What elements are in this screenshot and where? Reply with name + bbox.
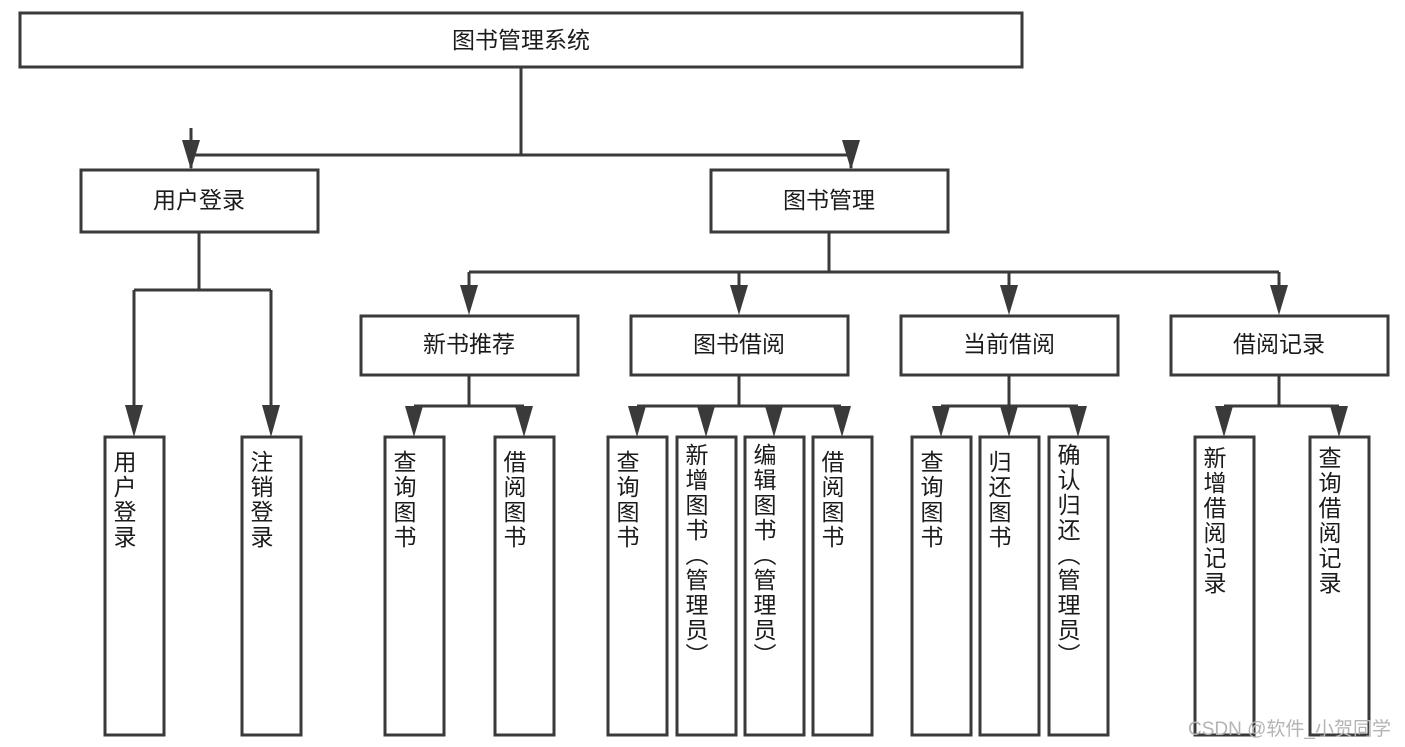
node-leaf-borrow-book-2-box[interactable] <box>811 435 874 737</box>
node-current-borrow-label: 当前借阅 <box>963 331 1055 357</box>
node-borrow-record-label: 借阅记录 <box>1233 331 1325 357</box>
node-root-box[interactable] <box>18 11 1024 69</box>
node-book-manage-box[interactable] <box>709 168 950 234</box>
node-leaf-edit-book-box[interactable] <box>743 435 806 737</box>
node-leaf-add-record-box[interactable] <box>1193 435 1256 737</box>
arrow-to-leaf-logout <box>262 405 280 437</box>
arrow-to-leaf-query-record <box>1330 406 1348 437</box>
arrow-to-leaf-return-book <box>1000 406 1018 437</box>
edges-group <box>125 67 1348 437</box>
node-root-label: 图书管理系统 <box>452 27 590 53</box>
arrow-to-leaf-add-book <box>697 406 715 437</box>
arrow-to-leaf-query-book-2 <box>628 406 646 437</box>
arrow-to-leaf-add-record <box>1215 406 1233 437</box>
arrow-to-leaf-edit-book <box>765 406 783 437</box>
arrow-to-leaf-query-book-1 <box>405 406 423 437</box>
arrow-to-leaf-borrow-book-1 <box>515 406 533 437</box>
arrow-to-current-borrow <box>1000 285 1018 315</box>
nodes-group: 图书管理系统 用户登录 图书管理 新书推荐 图书借阅 当前借阅 借阅记录 <box>18 11 1390 737</box>
node-user-login-label: 用户登录 <box>153 187 245 213</box>
node-current-borrow-box[interactable] <box>899 314 1120 377</box>
arrow-to-leaf-borrow-book-2 <box>833 406 851 437</box>
node-leaf-query-book-2-box[interactable] <box>606 435 669 737</box>
node-leaf-confirm-return-box[interactable] <box>1047 435 1110 737</box>
node-book-borrow-label: 图书借阅 <box>693 331 785 357</box>
watermark-text: CSDN @软件_小贺同学 <box>1188 719 1391 740</box>
node-new-book-recommend-label: 新书推荐 <box>423 331 515 357</box>
arrow-to-borrow-record <box>1270 285 1288 315</box>
arrow-to-book-manage <box>842 140 860 170</box>
node-leaf-return-book-box[interactable] <box>978 435 1041 737</box>
node-leaf-query-book-1-box[interactable] <box>383 435 446 737</box>
arrow-to-leaf-query-book-3 <box>932 406 950 437</box>
arrow-to-leaf-user-login <box>125 405 143 437</box>
node-leaf-logout-box[interactable] <box>240 435 303 737</box>
arrow-to-user-login <box>182 140 200 170</box>
arrow-to-book-borrow <box>730 285 748 315</box>
node-borrow-record-box[interactable] <box>1169 314 1390 377</box>
arrow-to-leaf-confirm-return <box>1069 406 1087 437</box>
node-leaf-query-book-3-box[interactable] <box>910 435 973 737</box>
node-leaf-borrow-book-1-box[interactable] <box>493 435 556 737</box>
node-leaf-add-book-box[interactable] <box>675 435 738 737</box>
node-book-manage-label: 图书管理 <box>783 187 875 213</box>
arrow-to-new-book-recommend <box>460 285 478 315</box>
node-new-book-recommend-box[interactable] <box>359 314 580 377</box>
node-book-borrow-box[interactable] <box>629 314 850 377</box>
node-leaf-user-login-box[interactable] <box>103 435 166 737</box>
node-user-login-box[interactable] <box>79 168 320 234</box>
node-leaf-query-record-box[interactable] <box>1308 435 1371 737</box>
